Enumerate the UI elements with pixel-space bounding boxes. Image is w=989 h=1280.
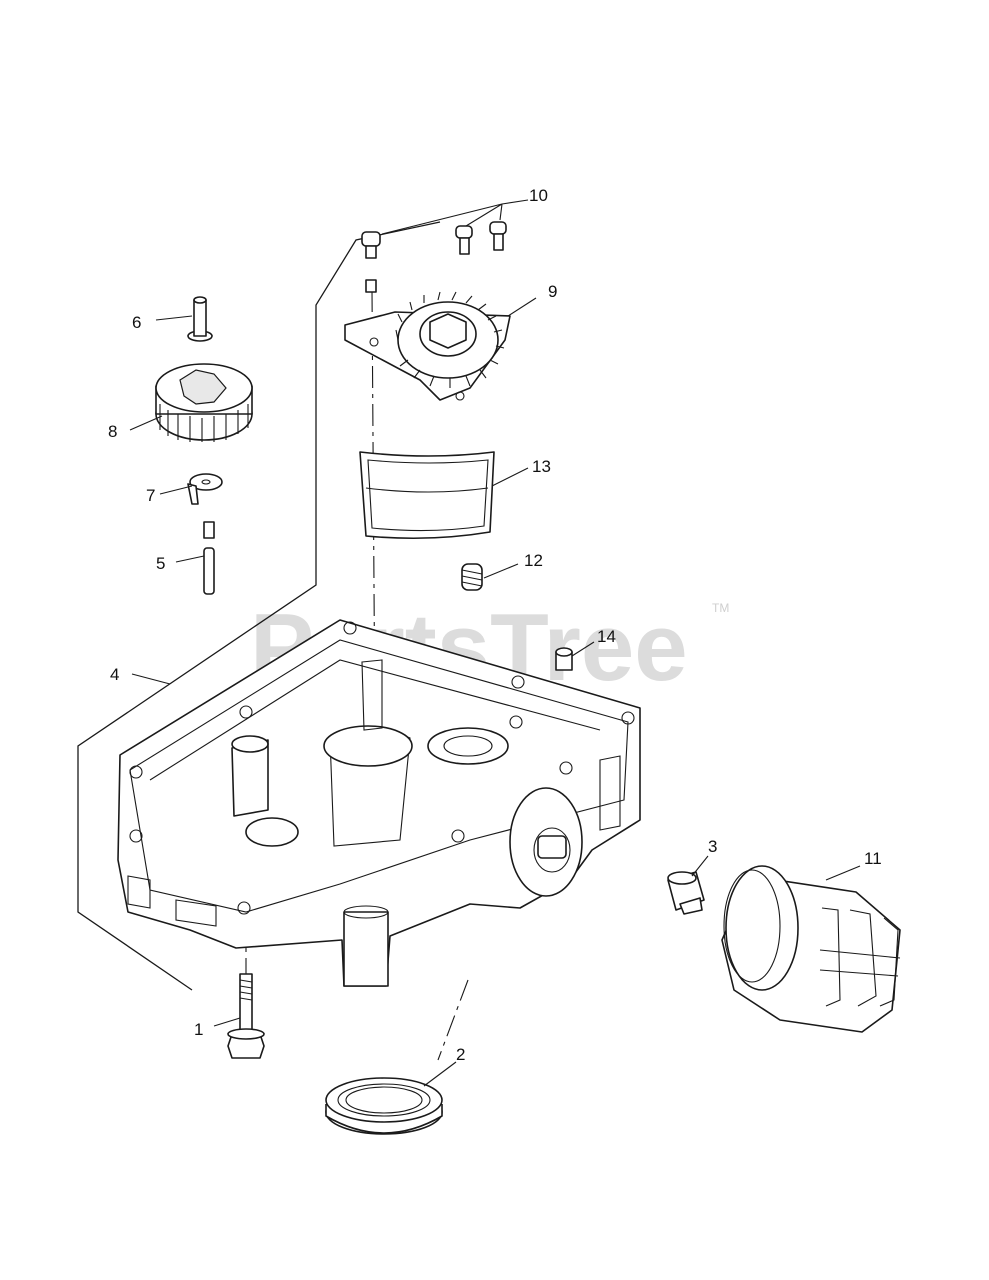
callout-2: 2 [456, 1045, 465, 1064]
governor-gear-part-8[interactable] [155, 363, 253, 442]
shaft-part-5[interactable] [203, 521, 215, 595]
screw-part-10[interactable] [361, 221, 507, 293]
callout-14: 14 [597, 627, 616, 646]
callout-9: 9 [548, 282, 557, 301]
callout-6: 6 [132, 313, 141, 332]
plug-part-14[interactable] [555, 647, 573, 671]
bolt-part-1[interactable] [227, 973, 265, 1059]
watermark-trademark: TM [712, 601, 729, 615]
assembly-bracket [77, 221, 441, 991]
oil-screen-part-13[interactable] [359, 451, 495, 540]
callout-4: 4 [110, 665, 119, 684]
callout-10: 10 [529, 186, 548, 205]
callout-5: 5 [156, 554, 165, 573]
oil-filter-part-11[interactable] [721, 865, 901, 1033]
crankcase-cover-part-4[interactable] [117, 619, 641, 987]
fitting-part-3[interactable] [667, 871, 705, 915]
pin-part-6[interactable] [187, 296, 213, 342]
callout-13: 13 [532, 457, 551, 476]
callout-11: 11 [864, 849, 882, 868]
leader-lines [129, 199, 861, 1087]
washer-part-7[interactable] [187, 473, 223, 505]
callout-3: 3 [708, 837, 717, 856]
callout-labels: 10 9 6 8 13 7 12 5 14 4 3 11 1 2 [108, 186, 882, 1064]
callout-1: 1 [194, 1020, 203, 1039]
oil-pump-part-9[interactable] [344, 291, 511, 401]
callout-7: 7 [146, 486, 155, 505]
filter-axis-line [437, 979, 469, 1061]
callout-8: 8 [108, 422, 117, 441]
spring-part-12[interactable] [461, 563, 483, 591]
callout-12: 12 [524, 551, 543, 570]
oil-seal-part-2[interactable] [325, 1077, 443, 1135]
